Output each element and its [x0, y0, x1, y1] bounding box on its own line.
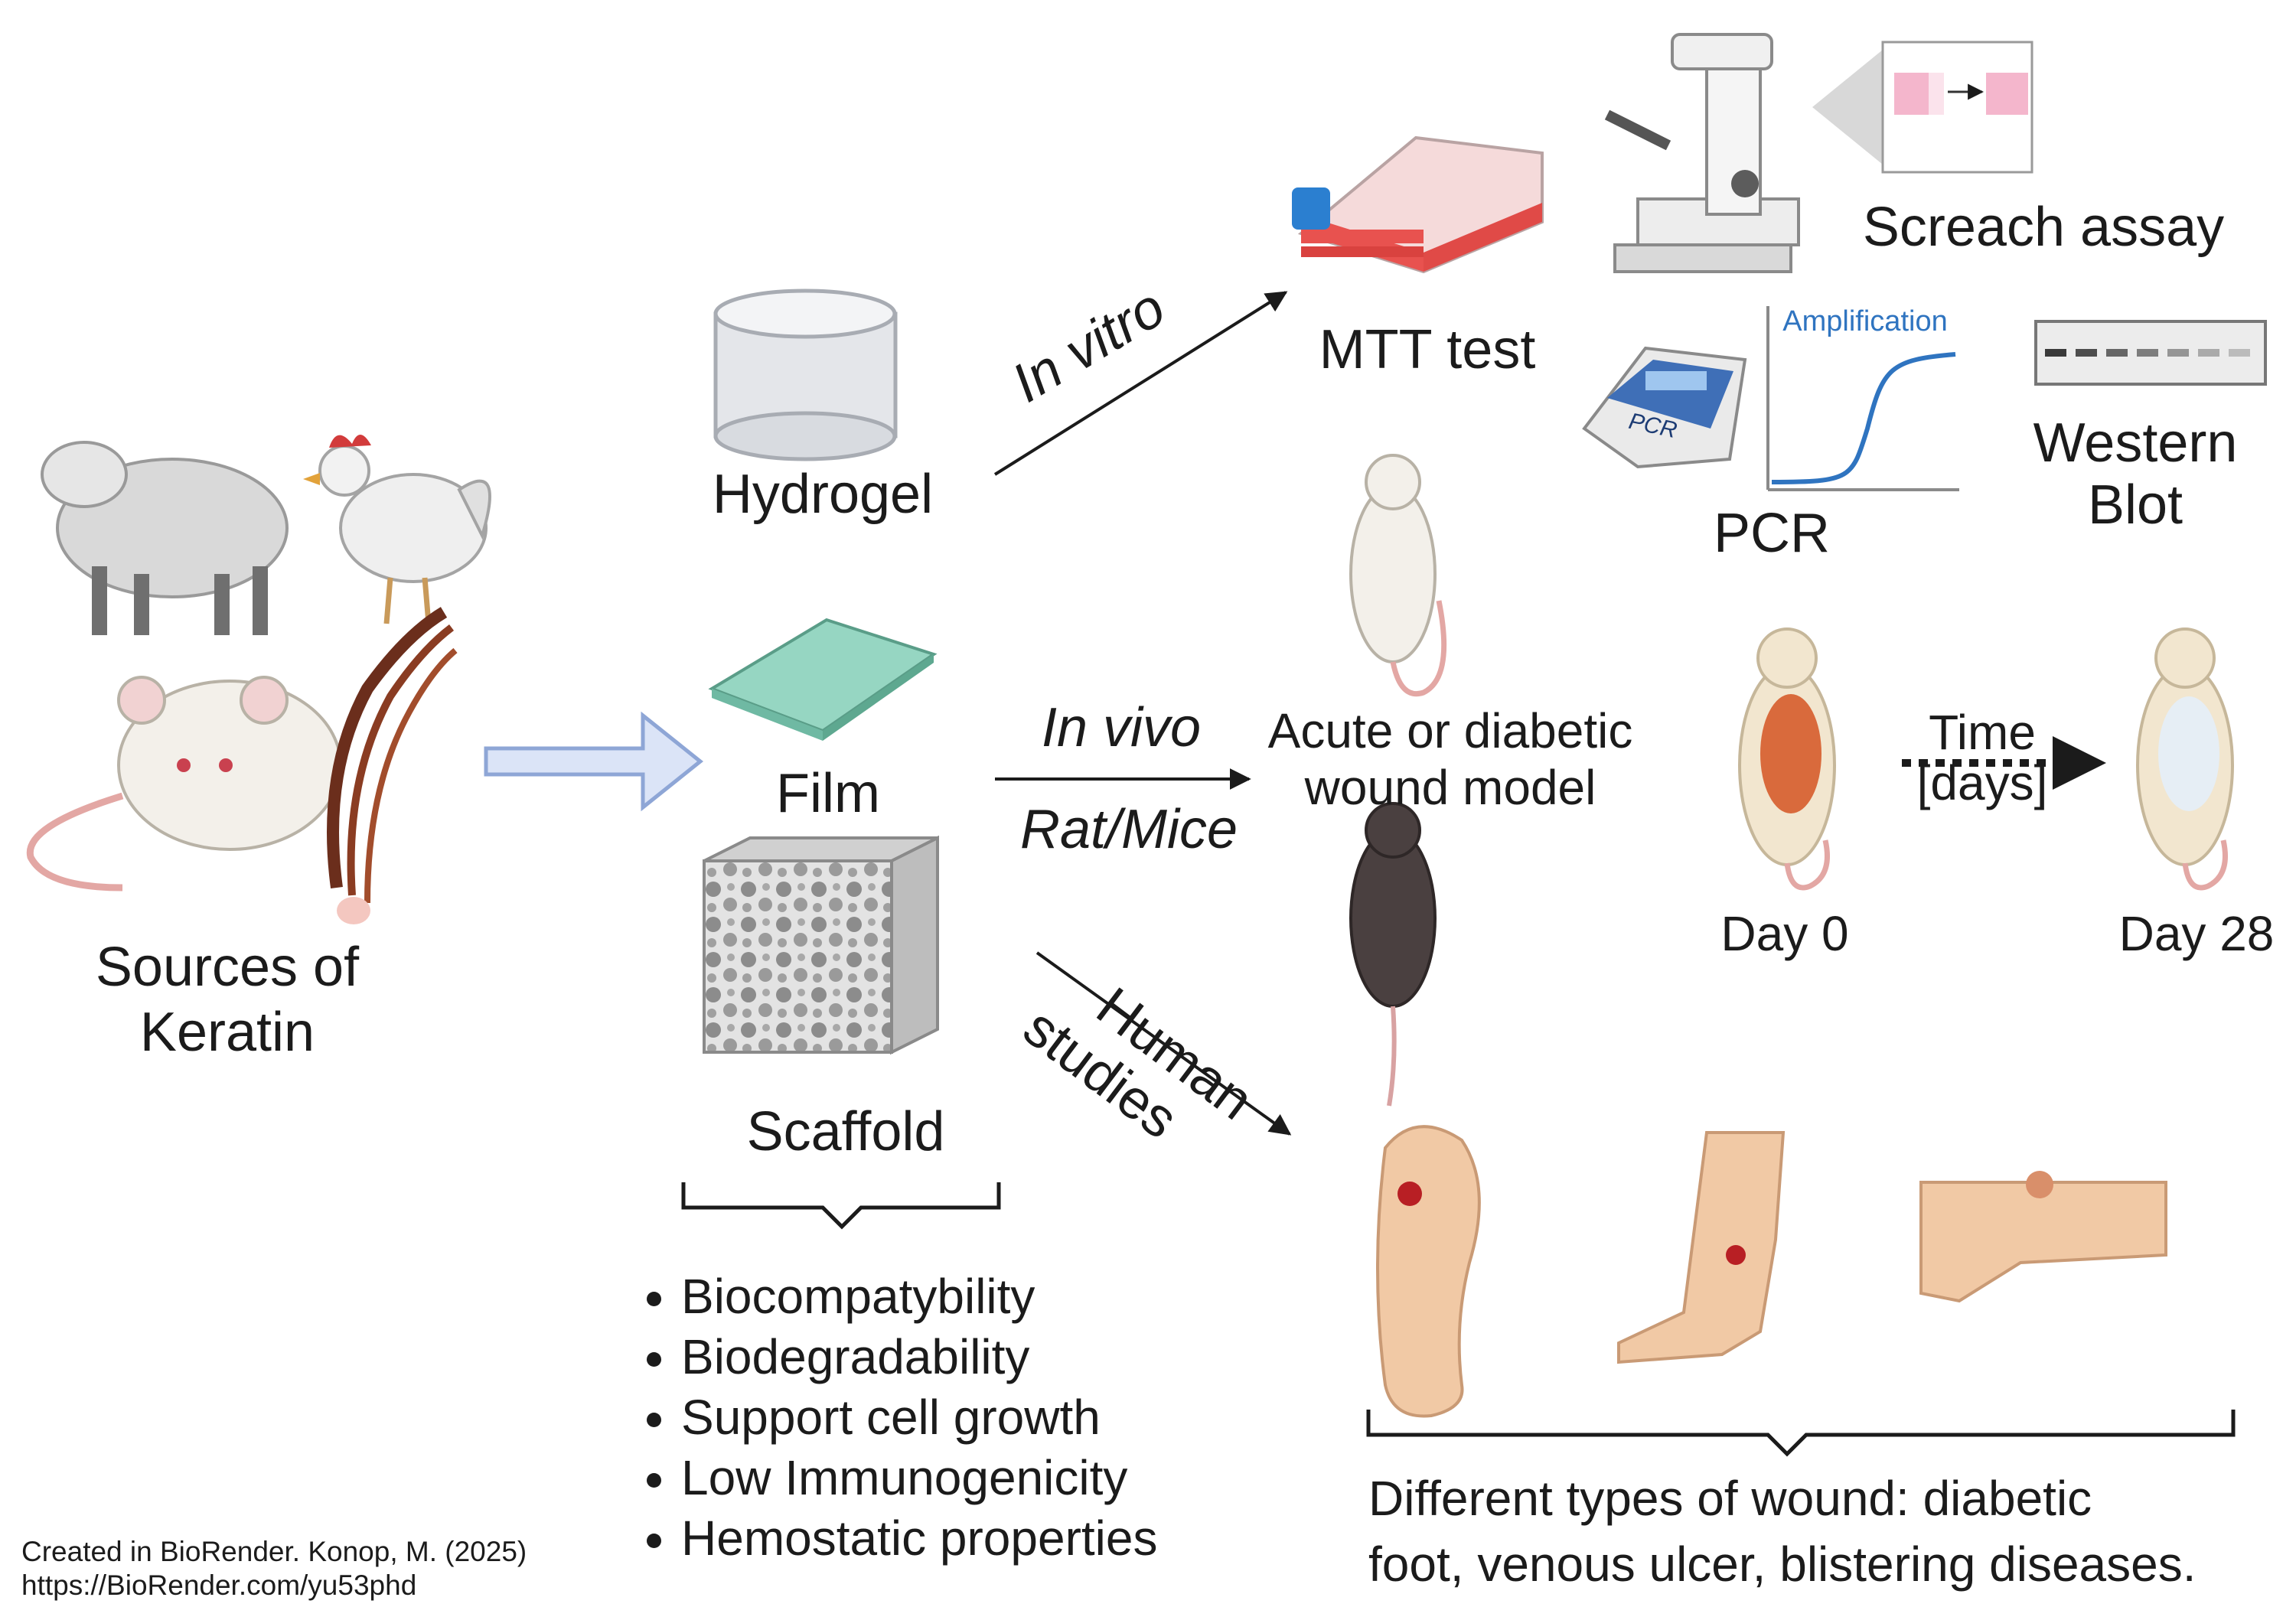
time-line2: [days]	[1916, 755, 2048, 811]
hair-follicle-icon	[327, 607, 458, 924]
rat-mice-label: Rat/Mice	[1019, 799, 1238, 860]
wounds-line2: foot, venous ulcer, blistering diseases.	[1368, 1537, 2197, 1592]
hydrogel-label: Hydrogel	[712, 464, 934, 525]
mtt-test-label: MTT test	[1319, 319, 1536, 380]
western-line1: Western	[2033, 412, 2238, 474]
sources-line1: Sources of	[95, 937, 360, 998]
hydrogel-icon	[713, 288, 898, 461]
model-line1: Acute or diabetic	[1267, 703, 1633, 758]
pcr-machine-icon	[1582, 346, 1747, 469]
venous-ulcer-leg-icon	[1617, 1131, 1786, 1364]
credit-link[interactable]: https://BioRender.com/yu53phd	[21, 1570, 417, 1601]
credit-line1: Created in BioRender. Konop, M. (2025)	[21, 1536, 527, 1567]
day0-label: Day 0	[1720, 906, 1849, 961]
property-item: Support cell growth	[681, 1387, 1157, 1448]
western-blot-icon	[2034, 320, 2267, 386]
sheep-icon	[41, 441, 289, 635]
diabetic-foot-icon	[1376, 1125, 1481, 1418]
film-label: Film	[776, 763, 880, 824]
day0-wound-rat-icon	[1738, 627, 1836, 891]
rat-icon	[26, 676, 342, 892]
day28-healed-rat-icon	[2136, 627, 2234, 891]
property-item: Low Immunogenicity	[681, 1448, 1157, 1508]
model-line2: wound model	[1304, 760, 1596, 816]
western-blot-label: Western Blot	[2033, 412, 2238, 536]
white-rat-icon	[1349, 454, 1447, 696]
scratch-assay-label: Screach assay	[1862, 197, 2225, 258]
in-vitro-arrow	[993, 291, 1288, 476]
blister-hand-icon	[1919, 1171, 2167, 1303]
day28-label: Day 28	[2118, 906, 2275, 961]
wounds-brace	[1366, 1410, 2236, 1457]
black-mouse-icon	[1349, 802, 1437, 1107]
wounds-line1: Different types of wound: diabetic	[1368, 1471, 2092, 1526]
amplification-label: Amplification	[1782, 305, 1948, 337]
amplification-chart-icon	[1766, 306, 1959, 491]
microscope-icon	[1604, 33, 1800, 273]
hollow-arrow	[484, 711, 704, 812]
scratch-assay-icon	[1812, 41, 2033, 174]
chicken-icon	[303, 434, 491, 624]
properties-brace	[681, 1182, 1001, 1230]
property-item: Biodegradability	[681, 1327, 1157, 1387]
properties-list: Biocompatybility Biodegradability Suppor…	[620, 1266, 1157, 1569]
credit-text: Created in BioRender. Konop, M. (2025) h…	[21, 1535, 527, 1602]
scaffold-label: Scaffold	[746, 1101, 945, 1162]
in-vivo-label: In vivo	[1041, 697, 1202, 758]
western-line2: Blot	[2087, 474, 2183, 536]
time-line1: Time	[1929, 705, 2036, 760]
cell-culture-flask-icon	[1292, 135, 1544, 274]
sources-label: Sources of Keratin	[96, 937, 359, 1063]
film-icon	[708, 618, 938, 741]
human-studies-arrow	[1035, 951, 1292, 1136]
sources-line2: Keratin	[139, 1002, 315, 1064]
time-label: Time [days]	[1917, 706, 2048, 810]
property-item: Hemostatic properties	[681, 1508, 1157, 1569]
wound-model-label: Acute or diabetic wound model	[1268, 704, 1633, 815]
pcr-label: PCR	[1713, 503, 1831, 564]
property-item: Biocompatybility	[681, 1266, 1157, 1327]
wounds-description: Different types of wound: diabetic foot,…	[1368, 1465, 2197, 1597]
scaffold-icon	[703, 835, 939, 1055]
